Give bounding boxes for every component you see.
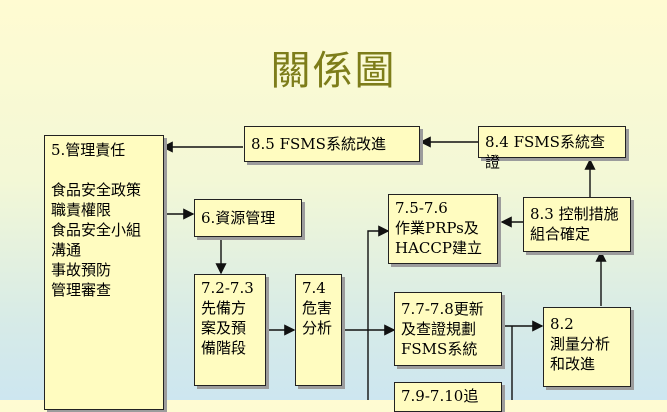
box-hazard-analysis: 7.4 危害 分析 xyxy=(295,274,342,386)
box-resource-management: 6.資源管理 xyxy=(194,199,302,237)
box-traceability: 7.9-7.10追 xyxy=(394,382,502,412)
box-measure-improve: 8.2 測量分析 和改進 xyxy=(543,307,631,387)
box-prp-haccp: 7.5-7.6 作業PRPs及 HACCP建立 xyxy=(388,194,498,264)
page-title: 關係圖 xyxy=(270,48,397,94)
connector-arrows xyxy=(161,136,607,400)
box-management-responsibility: 5.管理責任 食品安全政策 職責權限 食品安全小組 溝通 事故預防 管理審查 xyxy=(44,135,164,410)
box-prerequisite-stage: 7.2-7.3 先備方 案及預 備階段 xyxy=(194,274,266,386)
box-fsms-improvement: 8.5 FSMS系統改進 xyxy=(244,126,420,162)
box-update-verify: 7.7-7.8更新 及查證規劃 FSMS系統 xyxy=(394,292,502,366)
box-control-measures: 8.3 控制措施 組合確定 xyxy=(523,197,631,252)
box-fsms-verification: 8.4 FSMS系統查證 xyxy=(478,126,626,171)
arrow-74-to-756 xyxy=(367,225,390,400)
